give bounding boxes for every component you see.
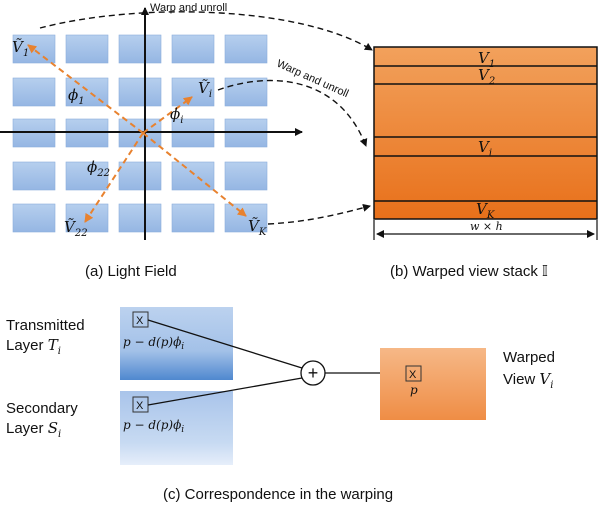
sum-plus: + <box>308 363 319 383</box>
light-field-grid <box>12 34 268 233</box>
view-label-i: Ṽi <box>198 79 212 100</box>
light-field-view-r5-c3 <box>118 203 162 233</box>
stack-row-i-label: Vi <box>478 138 492 159</box>
stack-dimension-label: w × h <box>470 220 503 233</box>
warped-view-label: Warped <box>503 349 555 366</box>
secondary-marker: X <box>136 400 144 412</box>
caption-light-field: (a) Light Field <box>85 263 177 280</box>
transmitted-formula: p − d(p)ϕi <box>123 335 184 352</box>
warped-view-image <box>380 348 486 420</box>
light-field-view-r5-c2 <box>65 203 109 233</box>
light-field-view-r4-c3 <box>118 161 162 191</box>
light-field-view-r1-c4 <box>171 34 215 64</box>
caption-correspondence: (c) Correspondence in the warping <box>163 486 393 503</box>
light-field-view-r5-c1 <box>12 203 56 233</box>
light-field-view-r2-c3 <box>118 77 162 107</box>
transmitted-layer-label: Transmitted <box>6 317 85 334</box>
disparity-arrow-i <box>142 96 193 134</box>
warp-arrow-mid <box>217 79 368 147</box>
view-label-22: Ṽ22 <box>64 218 88 239</box>
secondary-layer-label: Secondary <box>6 400 78 417</box>
light-field-view-r1-c5 <box>224 34 268 64</box>
phi-label-1: ϕ1 <box>68 86 85 107</box>
view-label-K: ṼK <box>248 217 267 238</box>
warp-arrow-bottom <box>267 203 371 225</box>
light-field-view-r2-c1 <box>12 77 56 107</box>
light-field-view-r1-c2 <box>65 34 109 64</box>
stack-row-2-label: V2 <box>478 66 495 87</box>
warped-marker-box <box>405 365 422 382</box>
phi-label-i: ϕi <box>170 105 183 126</box>
warped-marker: X <box>409 369 417 381</box>
transmitted-layer-label-2: Layer Ti <box>6 336 61 357</box>
light-field-view-r2-c5 <box>224 77 268 107</box>
connector-transmitted <box>147 319 303 369</box>
transmitted-layer-image <box>120 307 233 380</box>
secondary-layer-image <box>120 391 233 465</box>
connector-secondary <box>147 377 303 406</box>
light-field-view-r4-c2 <box>65 161 109 191</box>
transmitted-marker-box <box>132 311 149 328</box>
disparity-arrow-1 <box>27 44 144 134</box>
transmitted-marker: X <box>136 315 144 327</box>
secondary-formula: p − d(p)ϕi <box>123 418 184 435</box>
stack-row-K-label: VK <box>476 200 495 221</box>
light-field-view-r2-c4 <box>171 77 215 107</box>
warped-point-label: p <box>410 383 418 397</box>
light-field-view-r4-c1 <box>12 161 56 191</box>
phi-label-22: ϕ22 <box>87 158 110 179</box>
secondary-layer-label-2: Layer Si <box>6 419 61 440</box>
disparity-arrow-K <box>142 132 247 217</box>
warp-label-mid: Warp and unroll <box>275 58 350 100</box>
warped-view-stack <box>373 46 598 220</box>
light-field-view-r1-c3 <box>118 34 162 64</box>
disparity-arrow-22 <box>84 132 144 223</box>
warped-view-label-2: View Vi <box>503 370 553 391</box>
stack-row-1-label: V1 <box>478 49 495 70</box>
caption-warped-stack: (b) Warped view stack 𝕀 <box>390 263 548 280</box>
warp-arrow-top <box>39 11 373 51</box>
warp-label-top: Warp and unroll <box>150 2 227 14</box>
light-field-view-r4-c5 <box>224 161 268 191</box>
light-field-view-r5-c4 <box>171 203 215 233</box>
view-label-1: Ṽ1 <box>12 38 29 59</box>
